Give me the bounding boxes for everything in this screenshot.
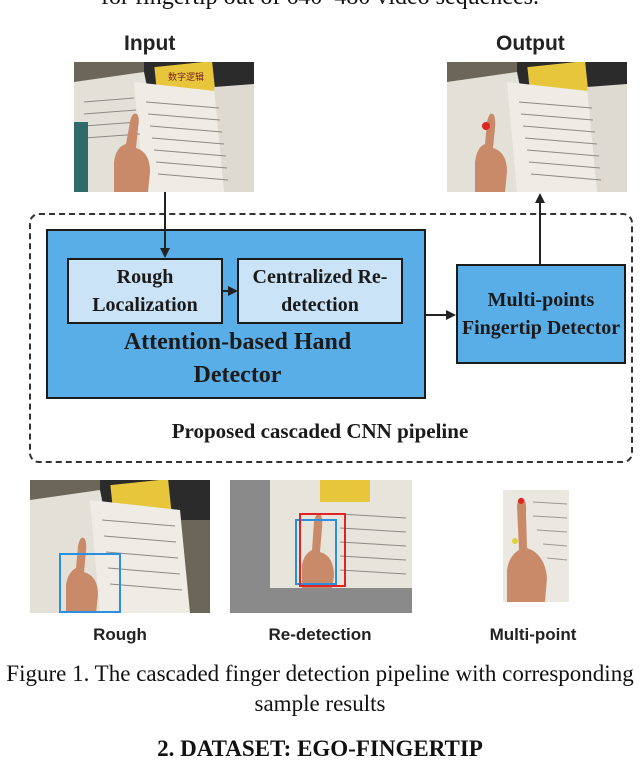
sample-label-redetection: Re-detection <box>268 625 372 644</box>
centralized-redetection-label: Centralized Re-detection <box>252 266 388 316</box>
fingertip-detector-box: Multi-points Fingertip Detector <box>456 264 626 364</box>
rough-bounding-box <box>59 553 121 613</box>
fingertip-keypoint <box>518 498 524 504</box>
output-photo <box>447 62 627 192</box>
sample-redetection-image <box>230 480 412 613</box>
sample-label-multipoint: Multi-point <box>489 625 577 644</box>
redetect-red-box <box>299 513 346 587</box>
rough-localization-label: Rough Localization <box>92 266 198 316</box>
sample-rough-image <box>30 480 210 613</box>
input-label: Input <box>124 32 176 55</box>
finger-joint-keypoint <box>512 538 518 544</box>
redetect-blue-box <box>295 519 337 585</box>
figure-caption: Figure 1. The cascaded finger detection … <box>6 661 634 716</box>
sample-label-rough: Rough <box>93 625 147 644</box>
top-text-line: for fingertip out of 640*480 video seque… <box>0 0 640 11</box>
hand-detector-label: Attention-based Hand Detector <box>123 329 352 388</box>
book-title-text: 数字逻辑 <box>168 71 204 83</box>
pipeline-label: Proposed cascaded CNN pipeline <box>171 419 469 443</box>
fingertip-detector-label: Multi-points Fingertip Detector <box>461 289 621 339</box>
centralized-redetection-box: Centralized Re-detection <box>237 258 403 324</box>
output-fingertip-marker <box>482 122 490 130</box>
rough-localization-box: Rough Localization <box>67 258 223 324</box>
sample-multipoint-image <box>503 490 569 602</box>
section-heading: 2. DATASET: EGO-FINGERTIP <box>157 736 483 761</box>
output-label: Output <box>496 32 565 55</box>
pipeline-container <box>29 213 633 463</box>
input-photo: 数字逻辑 <box>74 62 254 192</box>
